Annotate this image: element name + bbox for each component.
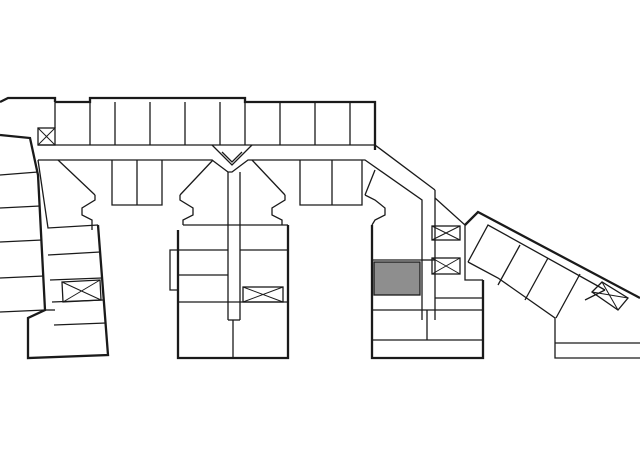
stair-core — [431, 257, 461, 275]
central-corridor — [38, 144, 436, 320]
south-left-block — [169, 224, 290, 360]
north-block — [37, 96, 436, 191]
inner-units-left — [81, 160, 194, 230]
stair-core — [37, 127, 56, 146]
west-wing — [0, 96, 110, 360]
east-wing — [464, 210, 640, 359]
inner-units-right — [271, 160, 386, 226]
stair-core — [242, 286, 284, 303]
highlighted-unit[interactable] — [373, 261, 421, 296]
stair-core — [431, 225, 461, 241]
south-right-block — [370, 197, 485, 360]
